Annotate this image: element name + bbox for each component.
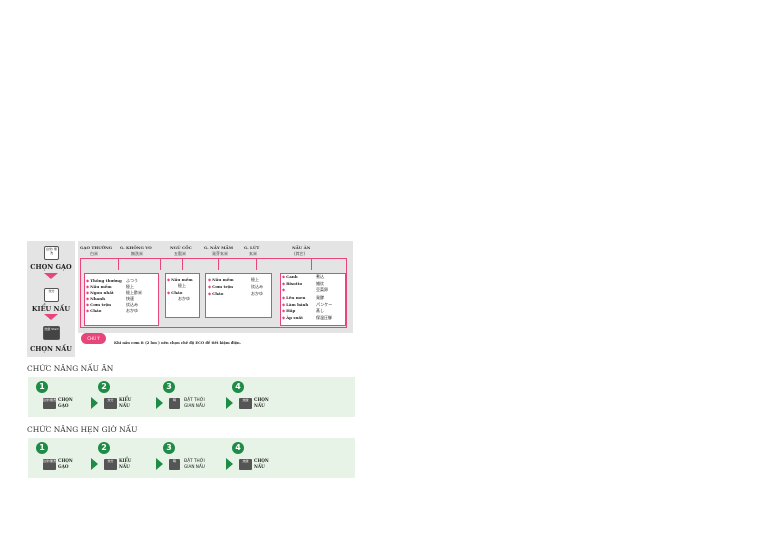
flow-line-bottom [80,327,347,328]
step-label: NẤU [254,403,265,408]
step-number-badge: 1 [36,442,48,454]
next-arrow-icon [226,397,233,409]
next-arrow-icon [226,458,233,470]
note-badge: CHÚ Ý [81,333,106,344]
note-text: Khi nấu cơm ít (2 lon ) nên chọn chế độ … [114,341,241,345]
header-germinated-rice-jp: 発芽玄米 [212,251,228,256]
step-label: CHỌN [58,458,73,463]
header-brown-rice: G. LỨT [244,245,260,250]
flow-drop-3 [182,258,183,270]
timer-key-icon: 時 [169,398,180,409]
step-label: KIỂU [119,397,132,402]
step-number-badge: 3 [163,381,175,393]
next-arrow-icon [156,458,163,470]
flow-line-left [80,258,81,328]
flow-drop-1 [118,258,119,270]
rice-type-key-icon[interactable]: 白米/ 無洗 [44,246,59,260]
flow-drop-4 [218,258,219,270]
rice-type-key-icon: 白米/無洗 [43,459,56,470]
header-cooking-jp: (其它) [294,251,306,256]
next-arrow-icon [91,397,98,409]
flow-drop-6 [311,258,312,270]
step-number-badge: 2 [98,381,110,393]
step-label: GẠO [58,464,69,469]
timer-key-icon: 時 [169,459,180,470]
header-germinated-rice: G. NẢY MẦM [204,245,234,250]
step-number-badge: 1 [36,381,48,393]
flow-line-top [80,258,346,259]
step-label: NẤU [119,464,130,469]
header-white-rice-jp: 白米 [90,251,98,256]
flow-drop-2 [160,258,161,270]
step-label: NẤU [254,464,265,469]
multigrain-menu-box: ◆Nấu mềm 極上 ◆Cháo おかゆ [165,273,200,318]
list-item-jp: おかゆ [178,296,190,301]
step-number-badge: 4 [232,442,244,454]
cook-mode-label: KIỂU NẤU [31,305,71,313]
start-key-icon: 炊飯 [239,398,252,409]
menu-key-icon: 炊分 [104,459,117,470]
step-label: ĐẶT THỜI [184,397,205,402]
step-label: ĐẶT THỜI [184,458,205,463]
step-number-badge: 3 [163,442,175,454]
down-arrow-icon [44,273,58,279]
timer-steps-band [28,438,355,478]
list-item[interactable]: ◆豆菜卵 [282,287,328,292]
list-item[interactable]: ◆Nấu mềm [167,277,193,282]
next-arrow-icon [156,397,163,409]
down-arrow-icon [44,314,58,320]
step-label: NẤU [119,403,130,408]
control-panel-column: 白米/ 無洗 CHỌN GẠO 炊分 KIỂU NẤU 炊飯 Start CHỌ… [27,241,75,357]
section-title-timer: CHỨC NĂNG HẸN GIỜ NẤU [27,425,138,434]
step-label: CHỌN [254,458,269,463]
header-no-wash-rice-jp: 無洗米 [131,251,143,256]
list-item-jp: 極上 [178,283,186,288]
select-cook-label: CHỌN NẤU [30,345,72,353]
step-number-badge: 2 [98,442,110,454]
step-number-badge: 4 [232,381,244,393]
cooking-steps-band [28,377,355,417]
list-item[interactable]: ◆Cháo [167,290,183,295]
next-arrow-icon [91,458,98,470]
start-key-icon: 炊飯 [239,459,252,470]
header-white-rice: GẠO THƯỜNG [80,245,113,250]
step-label: GIAN NẤU [184,403,205,408]
rice-type-key-icon: 白米/無洗 [43,398,56,409]
section-title-cooking: CHỨC NĂNG NẤU ĂN [27,364,114,373]
flow-line-right [346,258,347,328]
header-cooking: NẤU ĂN [292,245,311,250]
header-brown-rice-jp: 玄米 [249,251,257,256]
flow-drop-5 [256,258,257,270]
step-label: GẠO [58,403,69,408]
choose-rice-label: CHỌN GẠO [30,263,72,271]
header-multigrain: NGŨ CỐC [170,245,192,250]
step-label: CHỌN [254,397,269,402]
step-label: GIAN NẤU [184,464,205,469]
step-label: KIỂU [119,458,132,463]
header-no-wash-rice: G. KHÔNG VO [120,245,152,250]
menu-key-icon[interactable]: 炊分 [44,288,59,302]
header-multigrain-jp: 五穀米 [174,251,186,256]
menu-key-icon: 炊分 [104,398,117,409]
step-label: CHỌN [58,397,73,402]
start-key-icon[interactable]: 炊飯 Start [43,326,60,340]
